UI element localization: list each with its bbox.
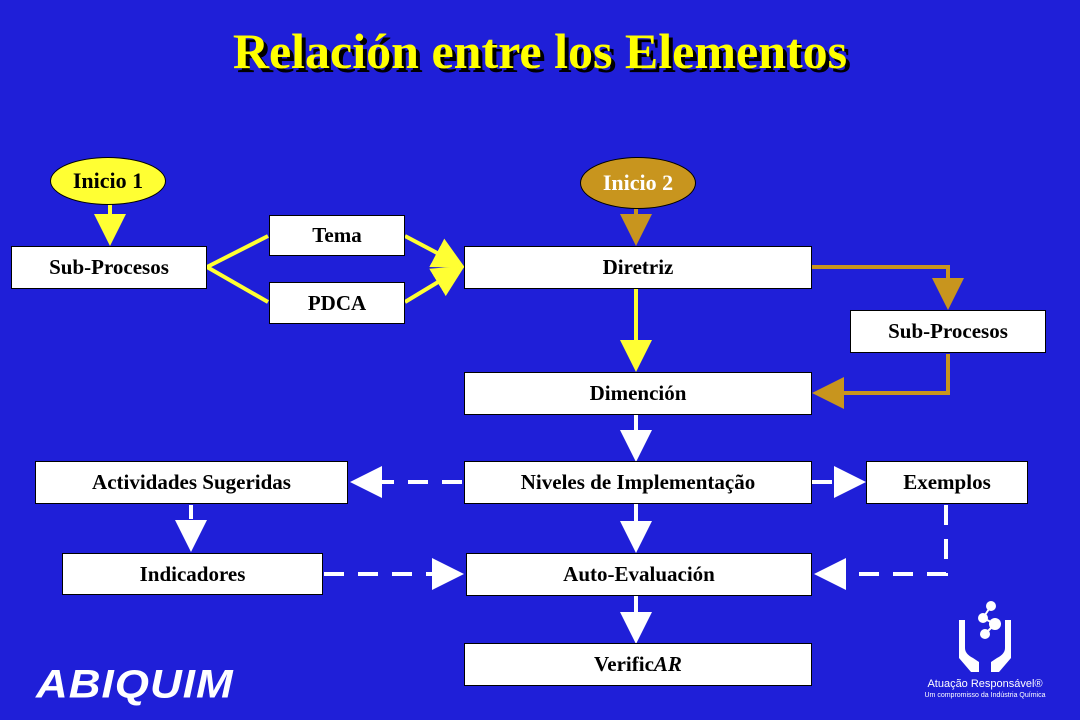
node-indicadores-label: Indicadores bbox=[139, 561, 246, 586]
line-subprocesos-to-tema bbox=[206, 234, 269, 269]
node-indicadores: Indicadores bbox=[62, 553, 323, 595]
node-verificar: VerificAR bbox=[464, 643, 812, 686]
node-diretriz-label: Diretriz bbox=[602, 255, 674, 279]
node-auto-evaluacion: Auto-Evaluación bbox=[466, 553, 812, 596]
arrow-diretriz-to-subprocesos-right bbox=[812, 265, 964, 310]
node-pdca: PDCA bbox=[269, 282, 405, 324]
node-subprocesos-right-label: Sub-Procesos bbox=[888, 319, 1008, 343]
node-actividades-sugeridas-label: Actividades Sugeridas bbox=[92, 470, 291, 494]
node-tema: Tema bbox=[269, 215, 405, 256]
arrow-pdca-to-diretriz bbox=[403, 265, 465, 304]
arrow-subprocesos-right-to-dimencion bbox=[812, 354, 950, 409]
node-niveles-implementacao-label: Niveles de Implementação bbox=[520, 470, 756, 494]
node-auto-evaluacion-label: Auto-Evaluación bbox=[563, 562, 715, 586]
node-exemplos: Exemplos bbox=[866, 461, 1028, 504]
start-node-1-label: Inicio 1 bbox=[72, 168, 144, 193]
node-dimencion-label: Dimención bbox=[589, 381, 687, 405]
node-subprocesos-right: Sub-Procesos bbox=[850, 310, 1046, 353]
node-verificar-label: VerificAR bbox=[594, 652, 682, 677]
start-node-2: Inicio 2 bbox=[580, 157, 696, 209]
node-verificar-prefix: Verific bbox=[594, 652, 654, 676]
node-actividades-sugeridas: Actividades Sugeridas bbox=[35, 461, 348, 504]
node-pdca-label: PDCA bbox=[307, 290, 367, 315]
node-tema-label: Tema bbox=[312, 223, 362, 247]
node-exemplos-label: Exemplos bbox=[903, 470, 991, 494]
atuacao-responsavel-name: Atuação Responsável® bbox=[927, 678, 1043, 690]
node-niveles-implementacao: Niveles de Implementação bbox=[464, 461, 812, 504]
slide-title: Relación entre los Elementos bbox=[232, 23, 848, 79]
node-dimencion: Dimención bbox=[464, 372, 812, 415]
start-node-2-label: Inicio 2 bbox=[602, 170, 674, 195]
atuacao-responsavel-logo: Atuação Responsável® Um compromisso da I… bbox=[905, 596, 1065, 716]
arrow-exemplos-to-autoevaluacion bbox=[814, 505, 948, 590]
abiquim-logo: ABIQUIM bbox=[36, 662, 234, 707]
node-diretriz: Diretriz bbox=[464, 246, 812, 289]
node-subprocesos-left: Sub-Procesos bbox=[11, 246, 207, 289]
arrow-tema-to-diretriz bbox=[404, 234, 466, 268]
atuacao-responsavel-tagline: Um compromisso da Indústria Química bbox=[924, 692, 1046, 699]
node-verificar-suffix: AR bbox=[653, 652, 682, 676]
start-node-1: Inicio 1 bbox=[50, 157, 166, 205]
line-subprocesos-to-pdca bbox=[206, 265, 269, 304]
hands-holding-molecule-icon bbox=[959, 601, 1011, 672]
node-subprocesos-left-label: Sub-Procesos bbox=[49, 255, 169, 279]
